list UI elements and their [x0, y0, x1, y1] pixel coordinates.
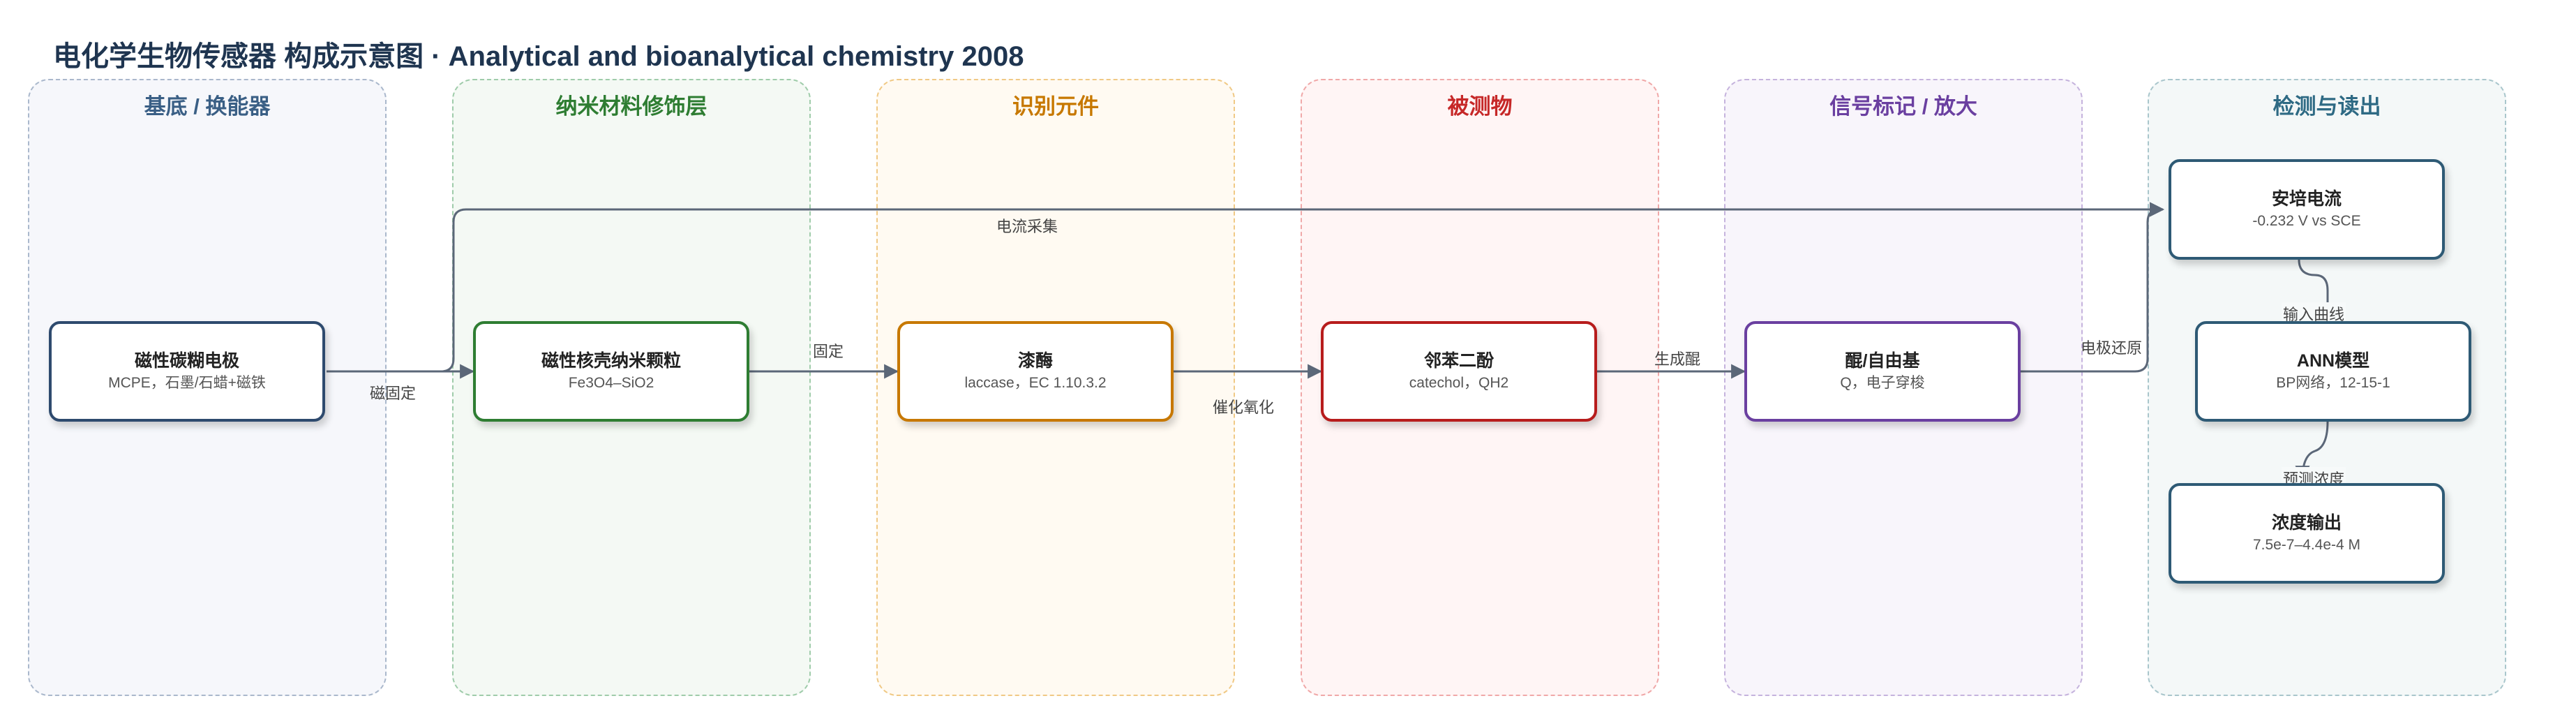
node-laccase: 漆酶 laccase，EC 1.10.3.2 — [897, 321, 1174, 422]
node-amperometric-current: 安培电流 -0.232 V vs SCE — [2169, 159, 2445, 260]
edge-label-fix: 固定 — [813, 343, 844, 360]
node-quinone-radical: 醌/自由基 Q，电子穿梭 — [1744, 321, 2021, 422]
edge-ann-to-output — [2295, 421, 2329, 481]
node-subtitle: MCPE，石墨/石蜡+磁铁 — [108, 375, 266, 391]
node-ann-model: ANN模型 BP网络，12-15-1 — [2195, 321, 2471, 422]
node-subtitle: BP网络，12-15-1 — [2276, 375, 2390, 391]
node-subtitle: laccase，EC 1.10.3.2 — [964, 375, 1107, 391]
edge-label-electrode-reduction: 电极还原 — [2081, 339, 2143, 357]
edge-label-current-collect: 电流采集 — [996, 218, 1058, 235]
node-magnetic-core-shell-nanoparticle: 磁性核壳纳米颗粒 Fe3O4–SiO2 — [473, 321, 749, 422]
node-title: 磁性核壳纳米颗粒 — [541, 351, 681, 371]
node-title: 漆酶 — [1017, 351, 1053, 371]
node-title: 浓度输出 — [2271, 513, 2342, 533]
node-title: 邻苯二酚 — [1423, 351, 1494, 371]
node-subtitle: Q，电子穿梭 — [1840, 375, 1925, 391]
node-subtitle: 7.5e-7–4.4e-4 M — [2252, 537, 2361, 553]
node-concentration-output: 浓度输出 7.5e-7–4.4e-4 M — [2169, 483, 2445, 584]
lane-title-nanomaterial: 纳米材料修饰层 — [555, 94, 707, 119]
node-subtitle: catechol，QH2 — [1409, 375, 1509, 391]
node-title: 磁性碳糊电极 — [134, 351, 239, 371]
edge-label-input-curve: 输入曲线 — [2282, 302, 2346, 325]
node-subtitle: Fe3O4–SiO2 — [568, 375, 654, 391]
edge-label-fix-magnetic: 磁固定 — [370, 385, 417, 402]
node-magnetic-carbon-paste-electrode: 磁性碳糊电极 MCPE，石墨/石蜡+磁铁 — [49, 321, 325, 422]
lane-title-detection: 检测与读出 — [2272, 94, 2381, 119]
edge-current-to-ann — [2298, 259, 2335, 323]
edge-label-generate-quinone: 生成醌 — [1654, 350, 1701, 368]
node-catechol: 邻苯二酚 catechol，QH2 — [1321, 321, 1597, 422]
node-title: ANN模型 — [2296, 351, 2370, 371]
edge-quinone-to-current — [2021, 202, 2165, 373]
node-title: 安培电流 — [2271, 189, 2342, 209]
lane-title-substrate: 基底 / 换能器 — [144, 94, 271, 119]
lane-title-signal: 信号标记 / 放大 — [1829, 94, 1977, 119]
diagram-title: 电化学生物传感器 构成示意图 · Analytical and bioanaly… — [53, 41, 1024, 72]
node-title: 醌/自由基 — [1845, 351, 1920, 371]
lane-title-analyte: 被测物 — [1447, 94, 1513, 119]
edge-electrode-to-current — [327, 202, 2165, 373]
lane-title-recognition: 识别元件 — [1012, 94, 1099, 119]
node-subtitle: -0.232 V vs SCE — [2252, 213, 2361, 229]
edge-label-catalytic-oxidation: 催化氧化 — [1213, 399, 1275, 416]
